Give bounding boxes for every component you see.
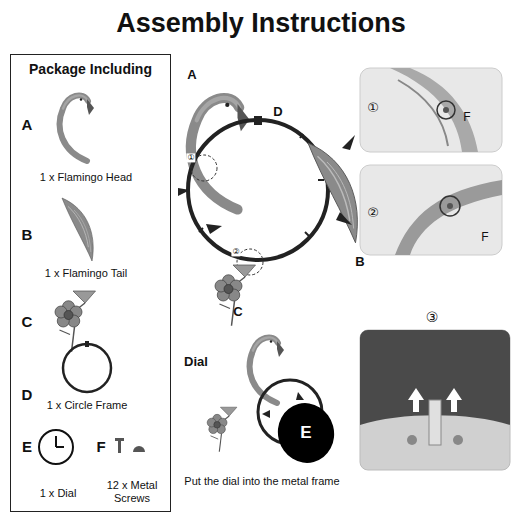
callout-number: ② [367,206,379,221]
part-letter: D [273,105,282,120]
part-letter: F [463,111,470,125]
part-caption: 1 x Dial [40,487,77,500]
package-panel: Package Including [10,54,171,512]
part-letter: C [233,305,242,320]
callout-number: ② [231,247,240,256]
callout-number: ① [186,153,195,162]
step-caption: Put the dial into the metal frame [184,475,339,488]
part-letter: B [22,226,33,243]
part-caption: 1 x Flamingo Head [40,171,132,184]
part-letter: A [22,116,33,133]
callout-number: ① [367,101,379,116]
panel-heading: Package Including [11,61,170,77]
page-title: Assembly Instructions [116,8,406,39]
dial-part: E [277,402,335,464]
part-letter: F [96,438,105,455]
part-letter: C [22,313,33,330]
part-caption: 1 x Circle Frame [47,399,128,412]
part-letter: B [355,255,364,270]
part-letter: E [300,423,311,443]
part-letter: E [22,438,32,455]
part-letter: D [22,386,33,403]
part-caption: 12 x Metal Screws [101,479,163,504]
step-heading: Dial [184,355,208,370]
callout-number: ③ [426,309,439,325]
part-letter: A [187,68,196,83]
part-letter: F [481,231,488,245]
part-caption: 1 x Flamingo Tail [45,267,127,280]
